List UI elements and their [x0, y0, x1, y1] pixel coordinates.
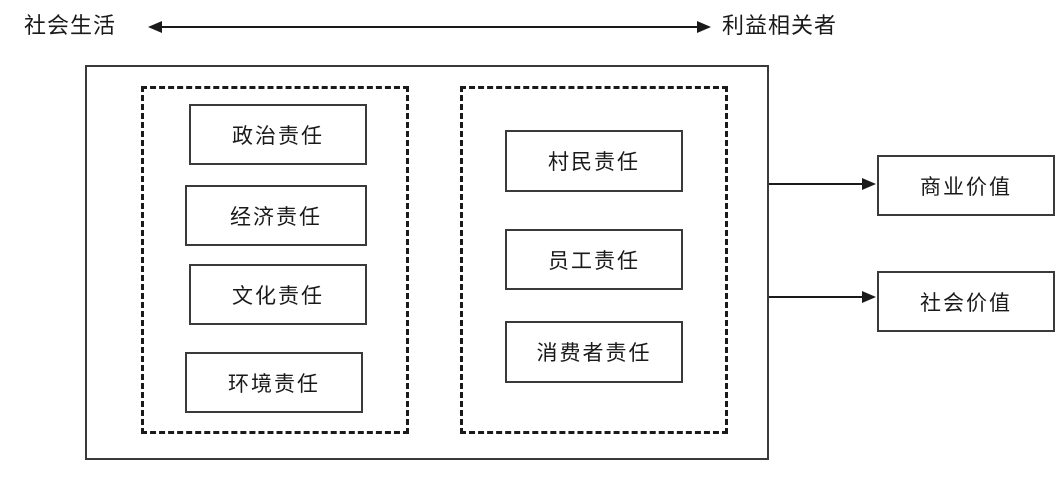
- box-environmental-responsibility: 环境责任: [185, 352, 363, 413]
- outer-frame: [85, 65, 769, 460]
- box-villager-responsibility: 村民责任: [505, 130, 683, 192]
- box-social-value: 社会价值: [877, 271, 1055, 332]
- label-social-life: 社会生活: [24, 14, 117, 39]
- box-commercial-value: 商业价值: [877, 155, 1055, 216]
- left-responsibility-group: [141, 86, 409, 434]
- label-stakeholders: 利益相关者: [722, 14, 838, 39]
- box-cultural-responsibility: 文化责任: [189, 264, 367, 325]
- right-responsibility-group: [460, 86, 728, 434]
- box-consumer-responsibility: 消费者责任: [505, 321, 683, 383]
- box-employee-responsibility: 员工责任: [505, 229, 683, 290]
- box-political-responsibility: 政治责任: [189, 104, 367, 165]
- box-economic-responsibility: 经济责任: [185, 185, 367, 246]
